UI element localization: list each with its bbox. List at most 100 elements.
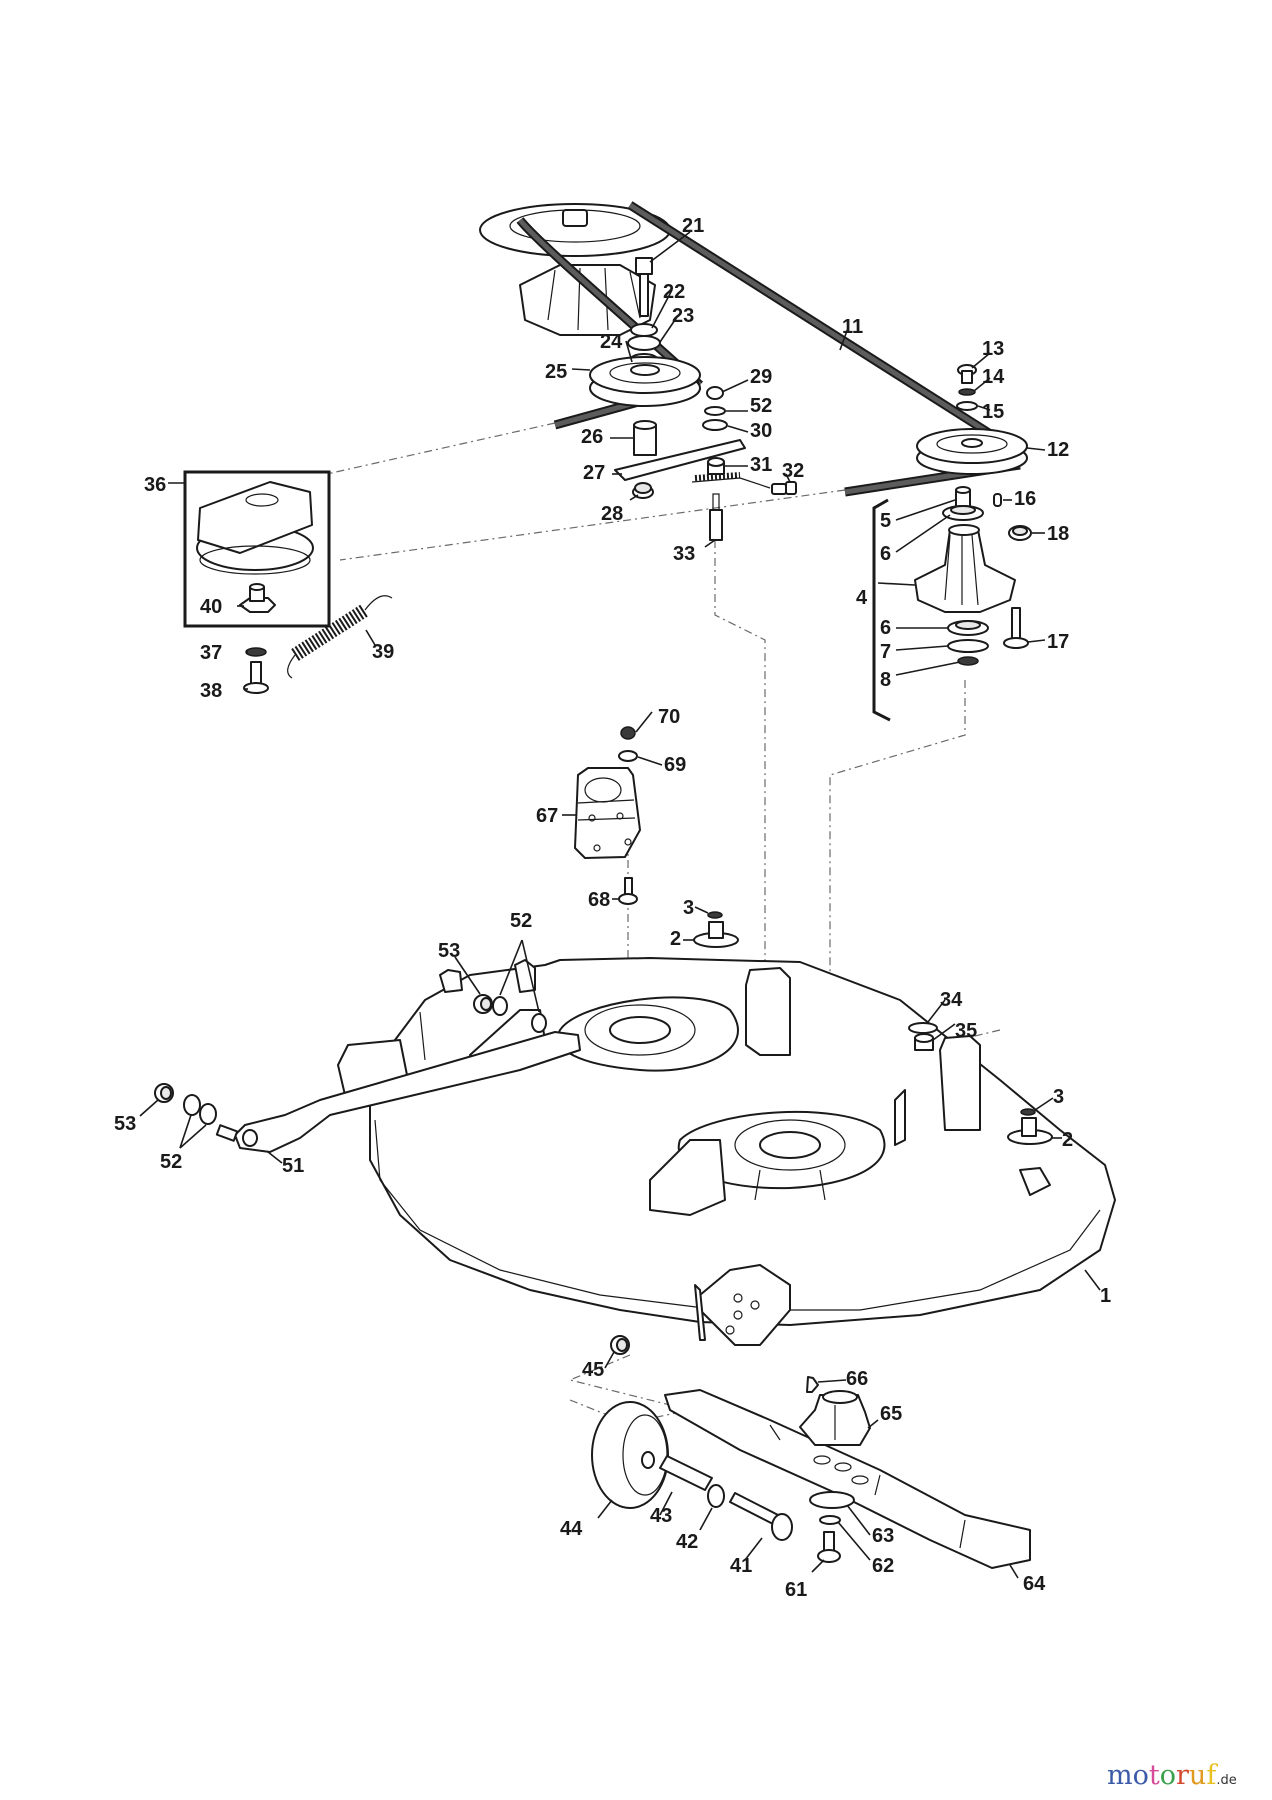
washer-52-upper-2 [531, 1013, 547, 1033]
washer-52-lower-2 [199, 1103, 217, 1125]
bolt-17 [1003, 607, 1029, 649]
callout-28: 28 [601, 503, 623, 525]
callout-25: 25 [545, 361, 567, 383]
spindle-shaft-5 [955, 486, 971, 509]
callout-32: 32 [782, 460, 804, 482]
washer-52-lower-1 [183, 1094, 201, 1116]
callout-42: 42 [676, 1531, 698, 1553]
callout-13: 13 [982, 338, 1004, 360]
callout-labels: 2122232425111314151216561846781729523026… [114, 215, 1111, 1601]
washer-52-upper-1 [492, 996, 508, 1016]
callout-3: 3 [683, 897, 694, 919]
nut-18 [1008, 525, 1032, 541]
callout-8: 8 [880, 669, 891, 691]
callout-1: 1 [1100, 1285, 1111, 1307]
washer-34 [908, 1022, 938, 1034]
spacer-26 [633, 420, 657, 456]
nut-70 [620, 726, 636, 740]
bolt-13 [957, 364, 977, 384]
watermark-letter: t [1148, 1760, 1160, 1791]
watermark-letter: r [1176, 1760, 1189, 1791]
callout-2: 2 [670, 928, 681, 950]
callout-52: 52 [160, 1151, 182, 1173]
washer-8 [957, 656, 979, 666]
watermark-letter: f [1206, 1760, 1217, 1791]
idler-pulley-25 [589, 356, 701, 407]
bolt-41 [729, 1492, 793, 1541]
bearing-6-upper [942, 505, 984, 521]
stud-33 [709, 493, 723, 541]
callout-45: 45 [582, 1359, 604, 1381]
bushing-31 [707, 457, 725, 475]
callout-33: 33 [673, 543, 695, 565]
spindle-housing-4 [914, 524, 1016, 613]
callout-23: 23 [672, 305, 694, 327]
blade-hub-65 [799, 1390, 871, 1446]
callout-61: 61 [785, 1579, 807, 1601]
leader-lines [139, 231, 1101, 1579]
callout-30: 30 [750, 420, 772, 442]
watermark-letter: o [1159, 1760, 1176, 1791]
spring-31-32 [691, 472, 771, 489]
callout-18: 18 [1047, 523, 1069, 545]
callout-66: 66 [846, 1368, 868, 1390]
washer-69 [618, 750, 638, 762]
washer-63 [809, 1491, 855, 1509]
bolt-38 [243, 661, 269, 694]
callout-44: 44 [560, 1518, 583, 1540]
callout-27: 27 [583, 462, 605, 484]
spring-39 [287, 595, 393, 679]
callout-15: 15 [982, 401, 1004, 423]
callout-41: 41 [730, 1555, 752, 1577]
nut-53-lower [154, 1083, 174, 1103]
callout-52: 52 [750, 395, 772, 417]
stud-2-upper [693, 921, 739, 948]
deck-1 [337, 957, 1116, 1346]
axle-sleeve-43 [659, 1455, 713, 1491]
callout-51: 51 [282, 1155, 304, 1177]
nut-53-upper [473, 994, 493, 1014]
callout-68: 68 [588, 889, 610, 911]
callout-67: 67 [536, 805, 558, 827]
callout-63: 63 [872, 1525, 894, 1547]
callout-22: 22 [663, 281, 685, 303]
callout-7: 7 [880, 641, 891, 663]
callout-31: 31 [750, 454, 772, 476]
callout-26: 26 [581, 426, 603, 448]
callout-16: 16 [1014, 488, 1036, 510]
callout-35: 35 [955, 1020, 977, 1042]
callout-37: 37 [200, 642, 222, 664]
callout-24: 24 [600, 331, 623, 353]
lock-washer-14 [958, 388, 976, 396]
callout-43: 43 [650, 1505, 672, 1527]
callout-39: 39 [372, 641, 394, 663]
ring-23 [627, 335, 661, 351]
callout-21: 21 [682, 215, 704, 237]
callout-64: 64 [1023, 1573, 1046, 1595]
washer-30 [702, 419, 728, 431]
idler-arm-27 [614, 439, 746, 481]
callout-38: 38 [200, 680, 222, 702]
callout-53: 53 [114, 1113, 136, 1135]
callout-52: 52 [510, 910, 532, 932]
callout-14: 14 [982, 366, 1005, 388]
washer-52 [704, 406, 726, 416]
washer-7 [947, 639, 989, 653]
bolt-21 [635, 257, 653, 317]
washer-15 [956, 401, 978, 411]
callout-29: 29 [750, 366, 772, 388]
spindle-housing-upper-left [479, 203, 671, 336]
watermark-letter: u [1188, 1760, 1207, 1791]
bolt-61 [817, 1531, 841, 1563]
callout-69: 69 [664, 754, 686, 776]
callout-40: 40 [200, 596, 222, 618]
washer-3-upper [707, 911, 723, 919]
lift-rod-51 [215, 1031, 581, 1153]
callout-6: 6 [880, 617, 891, 639]
watermark-tld: .de [1216, 1773, 1237, 1788]
wheel-44 [591, 1401, 669, 1509]
callout-34: 34 [940, 989, 963, 1011]
washer-37 [245, 647, 267, 657]
bracket-67 [574, 767, 641, 859]
